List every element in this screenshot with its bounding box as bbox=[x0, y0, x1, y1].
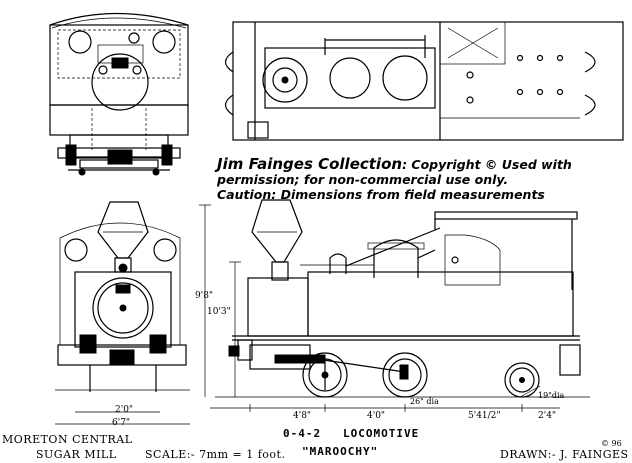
copyright-watermark: Jim Fainges Collection: Copyright © Used… bbox=[214, 155, 572, 202]
svg-text:Jim Fainges Collection: Copyri: Jim Fainges Collection: Copyright © Used… bbox=[214, 155, 572, 173]
wheelbase-rear-dimension: 4'0" bbox=[367, 411, 385, 421]
plan-view bbox=[224, 21, 624, 141]
overhang-dimension: 5'41/2" bbox=[468, 411, 501, 421]
title-block: MORETON CENTRAL SUGAR MILL 0-4-2 LOCOMOT… bbox=[2, 427, 629, 461]
overall-height-dimension: 9'8" bbox=[195, 291, 213, 301]
watermark-permission: permission; for non-commercial use only. bbox=[216, 172, 508, 187]
rear-length-dimension: 2'4" bbox=[538, 411, 556, 421]
locomotive-type: LOCOMOTIVE bbox=[343, 427, 419, 440]
mill-name-line1: MORETON CENTRAL bbox=[2, 433, 133, 446]
chimney-height-dimension: 10'3" bbox=[207, 307, 231, 317]
cab-end-view bbox=[49, 12, 189, 176]
driving-wheel-diameter: 26" dia bbox=[410, 397, 439, 406]
drawing-scale: SCALE:- 7mm = 1 foot. bbox=[145, 448, 285, 461]
watermark-copyright: : Copyright © Used with bbox=[402, 157, 572, 172]
copyright-signature: © 96 bbox=[601, 439, 622, 448]
wheelbase-front-dimension: 4'8" bbox=[293, 411, 311, 421]
watermark-collection-name: Jim Fainges Collection bbox=[214, 155, 402, 173]
trailing-wheel-diameter: 19"dia bbox=[538, 391, 565, 400]
wheel-arrangement: 0-4-2 bbox=[283, 427, 321, 440]
watermark-caution: Caution: Dimensions from field measureme… bbox=[217, 187, 545, 202]
drawn-by: DRAWN:- J. FAINGES bbox=[500, 448, 629, 461]
width-dimension: 6'7" bbox=[112, 418, 130, 428]
front-end-view bbox=[55, 201, 190, 392]
locomotive-name: "MAROOCHY" bbox=[302, 445, 378, 458]
side-elevation bbox=[215, 199, 590, 398]
dimension-lines bbox=[55, 204, 560, 425]
gauge-dimension: 2'0" bbox=[115, 405, 133, 415]
mill-name-line2: SUGAR MILL bbox=[36, 448, 117, 461]
